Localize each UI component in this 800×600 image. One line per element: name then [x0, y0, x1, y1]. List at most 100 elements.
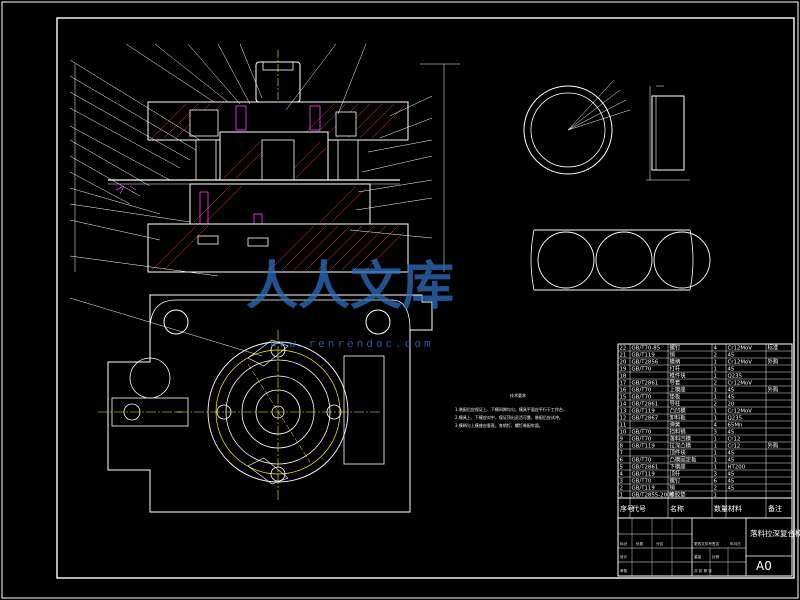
- bom-cell-r10-c3: 1: [714, 415, 717, 421]
- bom-cell-r8-c2: 导柱: [670, 399, 681, 407]
- bom-header-5: 备注: [768, 504, 782, 513]
- blank-circle-outer: [523, 85, 613, 175]
- bom-cell-r19-c3: 6: [714, 478, 718, 484]
- bom-cell-r11-c4: 65Mn: [728, 422, 743, 428]
- bom-cell-r18-c1: GB/T119: [632, 471, 656, 477]
- bom-cell-r0-c2: 螺钉: [670, 343, 681, 351]
- bom-cell-r1-c3: 2: [714, 352, 717, 358]
- bom-cell-r7-c4: 45: [728, 394, 735, 400]
- bom-cell-r0-c1: GB/T70-85: [632, 345, 661, 351]
- bom-cell-r14-c1: GB/T119: [632, 443, 656, 449]
- bom-cell-r13-c4: Cr12: [728, 436, 741, 442]
- bom-cell-r20-c3: 2: [714, 485, 717, 491]
- technical-notes: 技术要求 1.装配后应保证上、下模间隙均匀，模具平面应平行于工作台， 2.模具上…: [455, 392, 567, 428]
- bom-cell-r6-c4: 45: [728, 387, 735, 393]
- bom-cell-r14-c2: 拉深凸模: [670, 441, 692, 449]
- bom-cell-r12-c1: GB/T70: [632, 429, 652, 435]
- bom-cell-r16-c4: 45: [728, 457, 735, 463]
- bom-cell-r6-c3: 1: [714, 387, 717, 393]
- title-sign-label: 签名: [712, 541, 720, 546]
- bom-cell-r15-c3: 1: [714, 450, 717, 456]
- bom-cell-r1-c2: 销: [670, 350, 676, 358]
- guide-bushing-right: [337, 139, 359, 181]
- part-name: 落料拉深复合模: [750, 528, 800, 538]
- bom-header-1: 代号: [632, 504, 646, 513]
- bom-cell-r14-c0: 8: [620, 443, 624, 449]
- bom-cell-r16-c2: 凸模固定板: [670, 455, 698, 463]
- tech-note-2: 2.模具上、下模应对中，保证顶出灵活可靠，装配后应试冲。: [455, 414, 563, 420]
- watermark-brand: 人人文库: [246, 257, 454, 317]
- bom-cell-r1-c0: 21: [620, 352, 627, 358]
- bom-cell-r8-c3: 2: [714, 401, 717, 407]
- bom-cell-r9-c3: 1: [714, 408, 717, 414]
- bom-cell-r19-c4: 45: [728, 478, 735, 484]
- bom-cell-r19-c1: GB/T70: [632, 478, 652, 484]
- tech-note-3: 3.模柄与上模座应垂直，各销钉、螺钉装配牢固。: [455, 422, 543, 428]
- bom-cell-r9-c4: Cr12MoV: [728, 408, 753, 414]
- watermark: 人人文库 www.renrendoc.com: [246, 257, 454, 350]
- bom-cell-r17-c4: HT200: [728, 464, 746, 470]
- guide-bushing-left: [195, 139, 217, 181]
- bom-cell-r5-c0: 17: [620, 380, 627, 386]
- title-zone-label: 分区: [656, 541, 664, 546]
- section-view: [69, 43, 460, 357]
- watermark-url: www.renrendoc.com: [270, 337, 434, 350]
- bom-cell-r7-c3: 1: [714, 394, 717, 400]
- bom-cell-r0-c0: 22: [620, 345, 627, 351]
- bom-cell-r15-c2: 顶件块: [670, 448, 687, 456]
- drawn-cup-section: [651, 95, 685, 171]
- bom-cell-r3-c1: GB/T70: [632, 366, 652, 372]
- bom-cell-r17-c3: 1: [714, 464, 717, 470]
- bom-cell-r5-c3: 2: [714, 380, 717, 386]
- bom-cell-r19-c0: 3: [620, 478, 623, 484]
- bom-cell-r18-c4: 45: [728, 471, 735, 477]
- bom-cell-r20-c0: 2: [620, 485, 623, 491]
- bom-cell-r8-c4: 20: [728, 401, 735, 407]
- bom-cell-r13-c3: 1: [714, 436, 717, 442]
- bom-cell-r5-c4: Cr12MoV: [728, 380, 753, 386]
- tech-notes-title: 技术要求: [510, 392, 526, 398]
- bom-cell-r14-c3: 1: [714, 443, 717, 449]
- title-block: 标记 处数 分区 更改文件号 签名 年月日 设计 审核 重量 比例 共 张 第 …: [617, 517, 800, 577]
- bom-cell-r6-c1: GB/T70: [632, 387, 652, 393]
- bom-cell-r18-c0: 4: [620, 471, 624, 477]
- bom-cell-r14-c4: Cr12: [728, 443, 741, 449]
- title-mark-label: 标记: [620, 541, 628, 546]
- bom-cell-r10-c1: GB/T2867: [632, 415, 659, 421]
- bom-cell-r21-c3: 1: [714, 492, 717, 498]
- bom-header-3: 数量: [714, 504, 728, 513]
- bom-cell-r21-c1: GB/T2855-2008: [632, 492, 675, 498]
- title-date-label: 年月日: [730, 541, 741, 546]
- bom-cell-r12-c2: 挡料销: [670, 427, 687, 435]
- bom-cell-r19-c2: 螺钉: [670, 476, 681, 484]
- bom-cell-r2-c2: 模柄: [670, 357, 681, 365]
- bom-header-0: 序号: [620, 504, 634, 513]
- bom-cell-r12-c3: 3: [714, 429, 717, 435]
- bom-cell-r16-c1: GB/T70: [632, 457, 652, 463]
- title-check-label: 审核: [620, 568, 628, 573]
- title-design-label: 设计: [620, 554, 628, 559]
- bom-cell-r20-c1: GB/T119: [632, 485, 656, 491]
- bom-cell-r6-c0: 16: [620, 387, 627, 393]
- bom-cell-r9-c0: 13: [620, 408, 627, 414]
- bom-cell-r2-c4: Cr12MoV: [728, 359, 753, 365]
- bom-cell-r3-c2: 打杆: [670, 364, 681, 372]
- guide-hole-top-left: [163, 309, 189, 335]
- bom-cell-r0-c4: Cr12MoV: [728, 345, 753, 351]
- bom-cell-r4-c2: 推件块: [670, 371, 687, 379]
- bom-cell-r5-c1: GB/T2861: [632, 380, 659, 386]
- sheet-size: A0: [756, 559, 772, 573]
- bom-cell-r0-c3: 4: [714, 345, 718, 351]
- bom-cell-r9-c2: 凸凹模: [670, 406, 687, 414]
- lower-die-set: [147, 223, 409, 273]
- title-ratio-label: 比例: [712, 554, 720, 559]
- bom-cell-r2-c5: 外购: [768, 357, 779, 365]
- bom-cell-r13-c0: 9: [620, 436, 624, 442]
- lower-die-plate-outline: [107, 294, 433, 513]
- title-sheets-label: 共 张 第 张: [694, 568, 712, 573]
- lower-die: [189, 183, 371, 225]
- bom-cell-r10-c2: 卸料板: [670, 413, 687, 421]
